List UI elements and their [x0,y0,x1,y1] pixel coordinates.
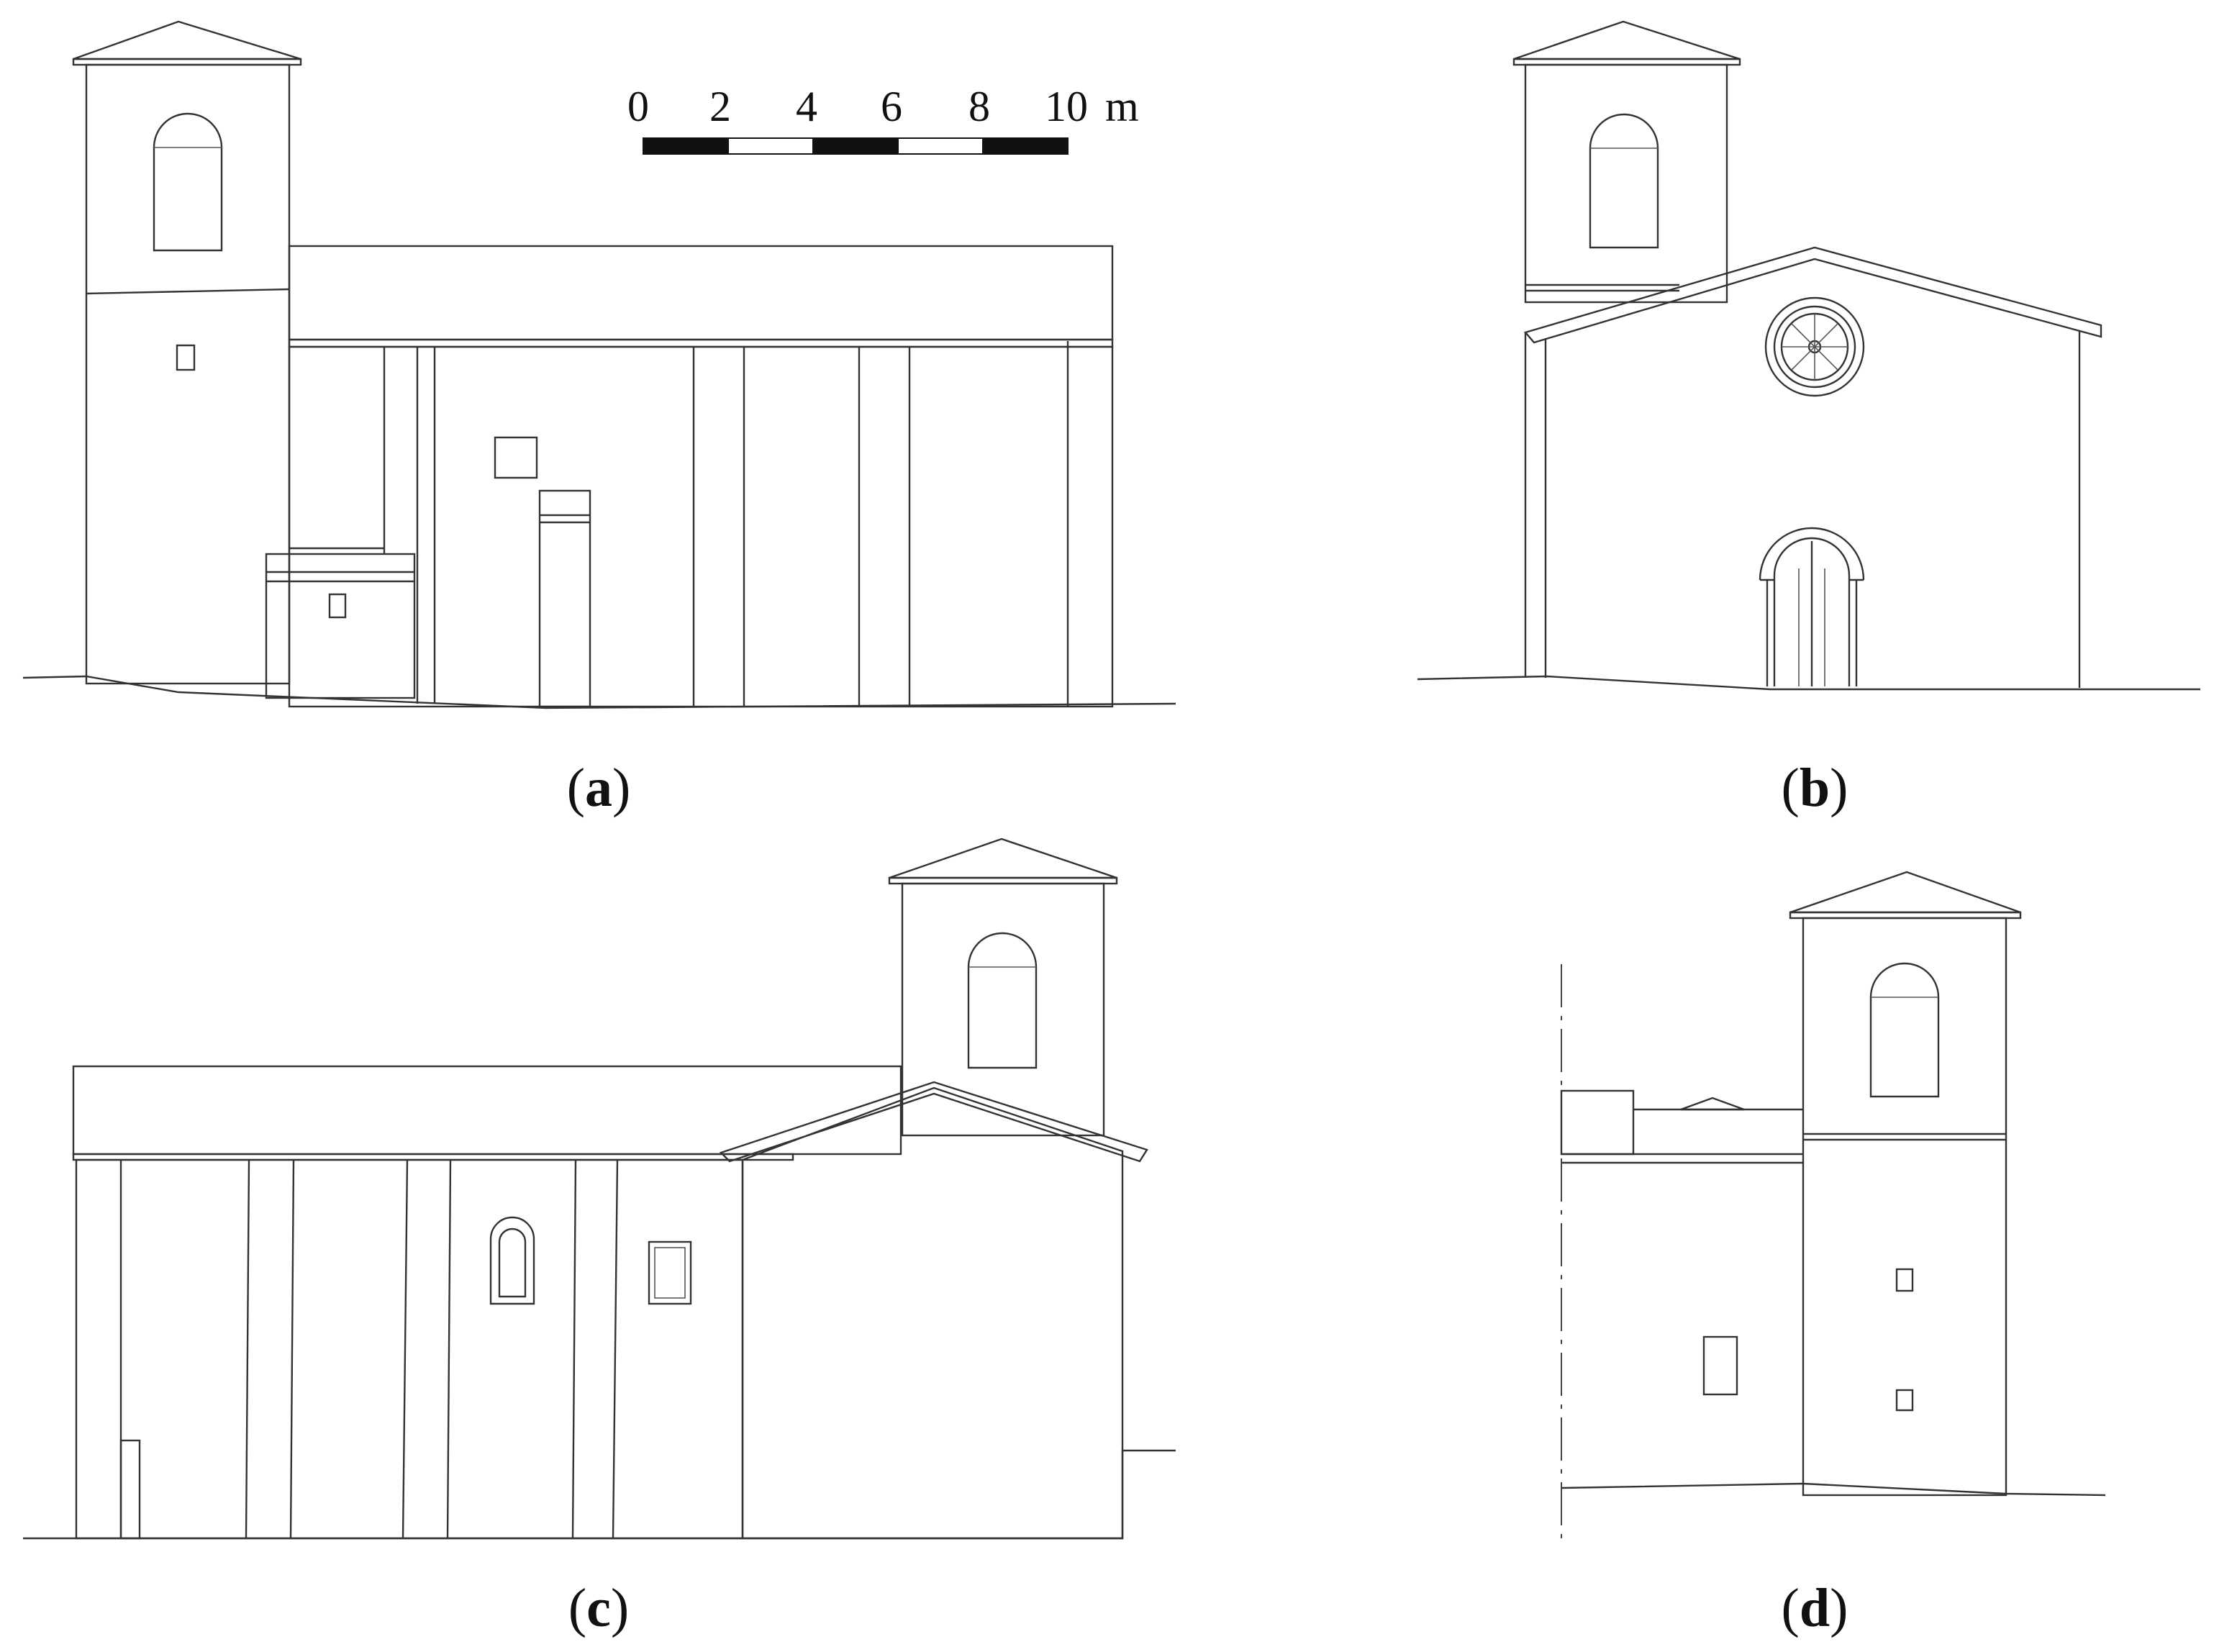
belfry-opening [1589,113,1659,249]
window [648,1240,692,1305]
annex [265,553,416,699]
bell-tower [1524,63,1728,304]
nave-roof [288,245,1114,341]
scale-bar: 0 2 4 6 8 10 m [627,83,1139,155]
facade-gable [1523,246,2102,344]
rose-window [1764,296,1865,397]
tower-roof [73,20,301,60]
window [494,436,538,479]
ground-line [23,1449,1176,1540]
panel-label-c: (c) [568,1578,629,1638]
ground-line [1561,1482,2106,1497]
nave-wall [75,1158,744,1540]
panel-label-a: (a) [567,758,631,818]
scale-tick-4: 4 [796,83,817,130]
scale-tick-2: 2 [709,83,731,130]
scale-tick-8: 8 [968,83,990,130]
ground-line [1417,675,2200,691]
elevation-c [23,838,1176,1540]
scale-tick-10: 10 [1045,83,1088,130]
bell-tower [1802,917,2007,1497]
scale-unit: m [1105,83,1139,130]
scale-tick-0: 0 [627,83,649,130]
bell-tower [85,63,291,685]
tower-roof [889,838,1117,879]
tower-roof [1789,871,2021,914]
belfry-opening [1869,962,1940,1098]
panel-label-d: (d) [1782,1578,1848,1638]
arched-window [489,1216,535,1305]
section-hatched [741,1086,1124,1540]
bell-tower [901,882,1105,1137]
nave-roof [72,1065,902,1156]
elevation-d [1560,871,2106,1538]
belfry-opening [967,932,1038,1069]
window [1702,1335,1738,1396]
elevation-a [22,20,1176,709]
scale-tick-6: 6 [881,83,902,130]
elevation-b [1417,20,2200,691]
nave-wall [288,345,1114,708]
main-portal [1759,527,1865,686]
side-door [538,489,591,708]
tower-roof [1513,20,1741,60]
belfry-opening [153,112,223,252]
ground-line [22,675,1176,709]
panel-label-b: (b) [1782,758,1848,818]
